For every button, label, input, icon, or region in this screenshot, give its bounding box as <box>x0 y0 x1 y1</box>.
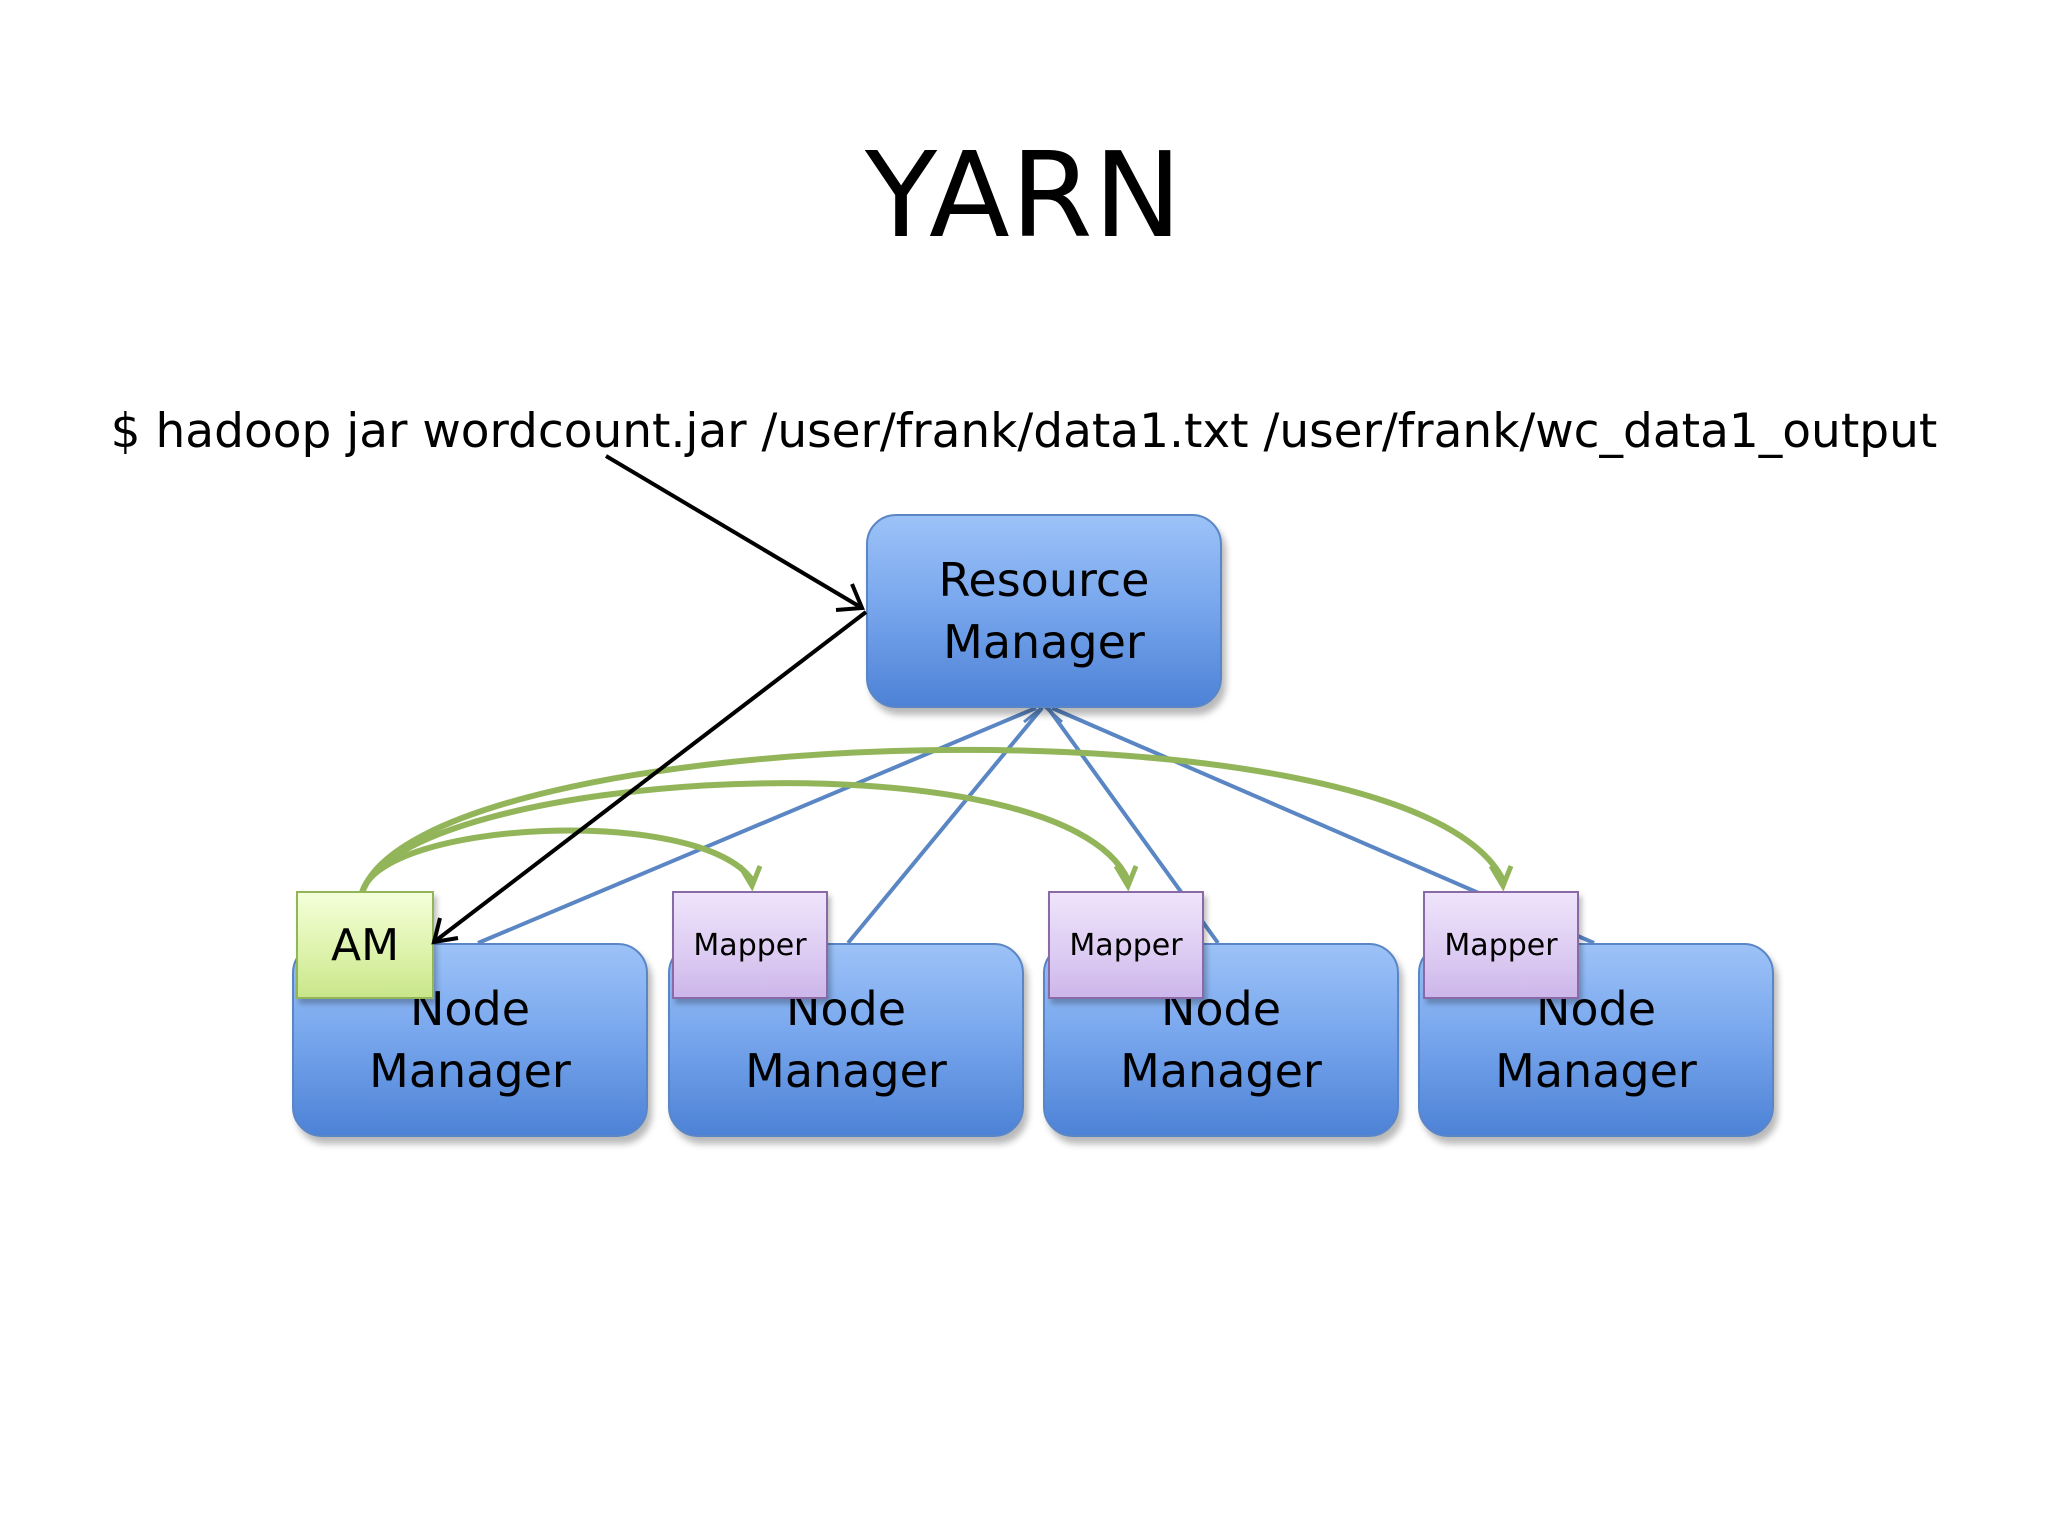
command-text: $ hadoop jar wordcount.jar /user/frank/d… <box>110 404 1938 459</box>
node-manager-label-line2: Manager <box>1495 1044 1697 1098</box>
resource-manager-label-line2: Manager <box>943 615 1145 669</box>
mapper-tag-2[interactable]: Mapper <box>1048 891 1204 999</box>
mapper-tag-3[interactable]: Mapper <box>1423 891 1579 999</box>
am-to-mapper3-curve <box>359 746 1506 894</box>
slide-title: YARN <box>865 126 1183 264</box>
node-manager-box-2[interactable]: Node Manager <box>668 943 1024 1137</box>
resource-manager-box[interactable]: Resource Manager <box>866 514 1222 708</box>
node-manager-label-line2: Manager <box>745 1044 947 1098</box>
resource-manager-label-line1: Resource <box>938 553 1150 607</box>
mapper-tag-1[interactable]: Mapper <box>672 891 828 999</box>
app-master-tag[interactable]: AM <box>296 891 434 999</box>
nm2-to-rm-line <box>846 706 1044 945</box>
node-manager-label-line2: Manager <box>369 1044 571 1098</box>
node-manager-label-line2: Manager <box>1120 1044 1322 1098</box>
